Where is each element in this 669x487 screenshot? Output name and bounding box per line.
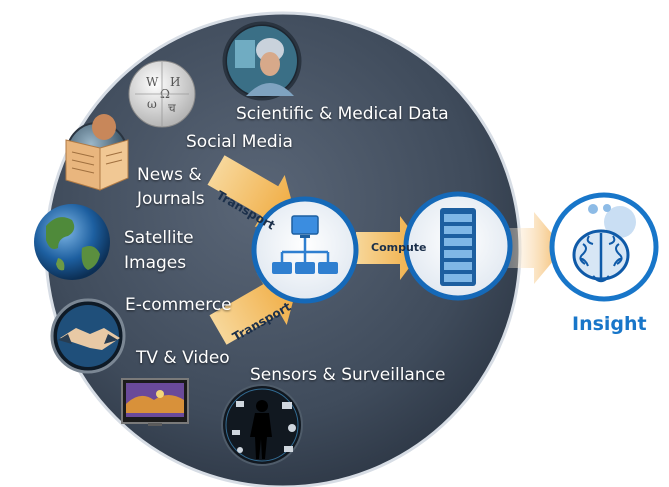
label-scientific-medical: Scientific & Medical Data [236,104,449,124]
label-compute: Compute [371,241,427,254]
newspaper-reader-icon [65,114,129,191]
insight-arrow [500,212,564,284]
svg-text:W: W [146,75,159,89]
scientist-icon [222,21,302,101]
label-social-media: Social Media [186,132,293,152]
label-news-line1: News & [137,165,202,185]
label-news-line2: Journals [137,189,205,209]
server-node [403,191,513,301]
server-icon [440,208,476,286]
svg-text:И: И [170,75,180,89]
label-satellite-line2: Images [124,253,187,273]
insight-label: Insight [572,313,647,335]
label-satellite-line1: Satellite [124,228,194,248]
insight-node [549,192,659,302]
wikipedia-globe-icon: W Ω ω И च [128,60,196,128]
television-icon [121,378,189,426]
svg-text:ω: ω [147,97,157,111]
svg-text:च: च [168,101,176,115]
label-ecommerce: E-commerce [125,295,232,315]
earth-icon [34,204,110,280]
network-node [251,196,359,304]
surveillance-icon [221,384,303,466]
network-icon [272,215,338,274]
brain-icon [572,229,630,283]
handshake-icon [50,298,126,374]
label-tv-video: TV & Video [136,348,230,368]
label-sensors-surveillance: Sensors & Surveillance [250,365,446,385]
